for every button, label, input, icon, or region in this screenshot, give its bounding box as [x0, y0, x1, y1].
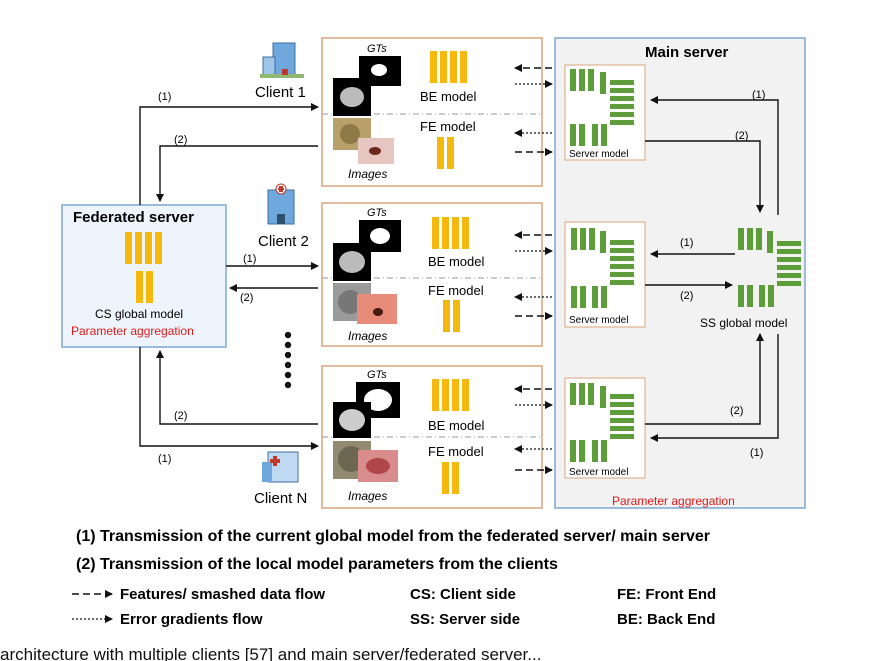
- svg-text:(2): (2): [174, 410, 187, 422]
- federated-server-title: Federated server: [73, 209, 194, 226]
- client-1-name: Client 1: [255, 84, 306, 101]
- svg-text:(1): (1): [158, 91, 171, 103]
- client-2: Client 2 GTs Images BE model FE model: [258, 183, 543, 347]
- cs-global-fe-blocks: [136, 271, 153, 303]
- client-n-gts: GTs: [367, 369, 387, 381]
- federated-server-footer: Parameter aggregation: [71, 324, 194, 338]
- server-model-label: Server model: [569, 315, 628, 326]
- svg-text:(1): (1): [158, 453, 171, 465]
- server-model-label: Server model: [569, 467, 628, 478]
- client-2-fe: FE model: [428, 283, 484, 298]
- client-1-gts: GTs: [367, 43, 387, 55]
- server-model-1: Server model: [564, 64, 646, 161]
- client-1-fe-blocks: [437, 137, 454, 169]
- client-n-be-blocks: [432, 379, 469, 411]
- legend-cs: CS: Client side: [410, 586, 516, 603]
- svg-text:(2): (2): [680, 290, 693, 302]
- client-2-be-blocks: [432, 217, 469, 249]
- main-server-footer: Parameter aggregation: [612, 494, 735, 508]
- legend-line-1: (1) Transmission of the current global m…: [76, 528, 710, 545]
- legend-line-2: (2) Transmission of the local model para…: [76, 556, 558, 573]
- server-model-2: Server model: [564, 221, 646, 328]
- server-model-label: Server model: [569, 149, 628, 160]
- cs-global-be-blocks: [125, 232, 162, 264]
- svg-text:(2): (2): [240, 292, 253, 304]
- step-labels: (1) (2) (1) (2) (2) (1) (1) (2) (1) (2) …: [158, 89, 765, 465]
- client-n: Client N GTs Images BE model FE model: [254, 365, 543, 509]
- legend-ss: SS: Server side: [410, 611, 520, 628]
- client-n-be: BE model: [428, 418, 484, 433]
- client-1-be: BE model: [420, 89, 476, 104]
- ss-global-model: SS global model: [700, 228, 801, 330]
- legend-be: BE: Back End: [617, 611, 715, 628]
- client-2-gts: GTs: [367, 207, 387, 219]
- clinic-icon: [262, 451, 299, 483]
- client-1-images: Images: [348, 167, 387, 181]
- svg-text:(1): (1): [750, 447, 763, 459]
- flow-arrows: [139, 96, 779, 450]
- ss-global-caption: SS global model: [700, 316, 787, 330]
- legend-fe: FE: Front End: [617, 586, 716, 603]
- client-1: Client 1 GTs Images BE model FE model: [255, 37, 543, 187]
- client-2-images: Images: [348, 329, 387, 343]
- footer-text: architecture with multiple clients [57] …: [0, 645, 541, 661]
- svg-text:(2): (2): [735, 130, 748, 142]
- client-2-name: Client 2: [258, 233, 309, 250]
- client-n-images: Images: [348, 489, 387, 503]
- hospital-icon: [267, 183, 295, 225]
- svg-text:(2): (2): [730, 405, 743, 417]
- client-2-fe-blocks: [443, 300, 460, 332]
- main-server-title: Main server: [645, 44, 729, 61]
- building-icon: [260, 42, 304, 78]
- client-1-be-blocks: [430, 51, 467, 83]
- client-n-fe: FE model: [428, 444, 484, 459]
- client-n-fe-blocks: [442, 462, 459, 494]
- server-model-n: Server model: [564, 377, 646, 479]
- svg-text:(2): (2): [174, 134, 187, 146]
- more-clients-dots: [284, 331, 292, 389]
- svg-text:(1): (1): [680, 237, 693, 249]
- cs-global-caption: CS global model: [95, 307, 183, 321]
- federated-server-box: [61, 204, 227, 348]
- legend-gradients: Error gradients flow: [120, 611, 263, 628]
- svg-text:(1): (1): [243, 253, 256, 265]
- smashed-data-arrows: [514, 64, 553, 474]
- client-n-name: Client N: [254, 490, 307, 507]
- client-2-be: BE model: [428, 254, 484, 269]
- legend-features: Features/ smashed data flow: [120, 586, 325, 603]
- svg-text:(1): (1): [752, 89, 765, 101]
- client-1-fe: FE model: [420, 119, 476, 134]
